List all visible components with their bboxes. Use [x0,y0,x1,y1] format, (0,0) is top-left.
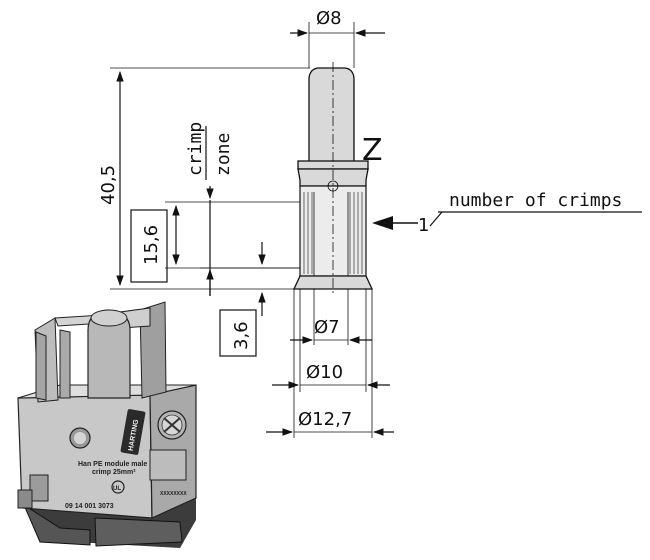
callout-number: 1 [418,215,429,236]
crimp-count-callout: 1 number of crimps [372,190,642,236]
crimp-zone-dim: 15,6 crimp zone [130,122,300,296]
top-diameter-dim: Ø8 [290,8,385,68]
crimp-zone-label-line1: crimp [185,122,206,176]
connector-module-illustration: HARTING Han PE module male crimp 25mm² U… [17,301,197,548]
top-diameter-label: Ø8 [316,8,342,29]
mid-diameter-dim: Ø10 [272,289,390,392]
crimp-length-box [130,209,168,283]
inner-diameter-dim: Ø7 [290,289,372,345]
crimp-zone-label-line2: zone [213,133,234,176]
mid-diameter-label: Ø10 [306,362,343,383]
batch-code: XXXXXXXX [160,491,187,497]
inner-diameter-label: Ø7 [314,317,340,338]
outer-diameter-dim: Ø12,7 [266,289,394,438]
offset-dim: 3,6 [200,242,300,357]
part-number: 09 14 001 3073 [65,503,114,510]
crimp-length-label: 15,6 [141,225,162,265]
connector-line1: Han PE module male [78,461,147,468]
svg-text:UL: UL [113,486,121,492]
detail-label: Z [362,133,383,168]
outer-diameter-label: Ø12,7 [298,409,352,430]
total-length-label: 40,5 [98,165,119,205]
pin-head [308,67,355,163]
total-length-dim: 40,5 [98,67,310,290]
offset-label: 3,6 [231,321,252,350]
barrel-hatching [303,192,363,276]
callout-text: number of crimps [449,190,622,211]
crimp-contact-pin [292,62,374,296]
ul-mark: UL [111,480,125,494]
connector-line2: crimp 25mm² [92,469,136,476]
offset-box [219,309,257,357]
